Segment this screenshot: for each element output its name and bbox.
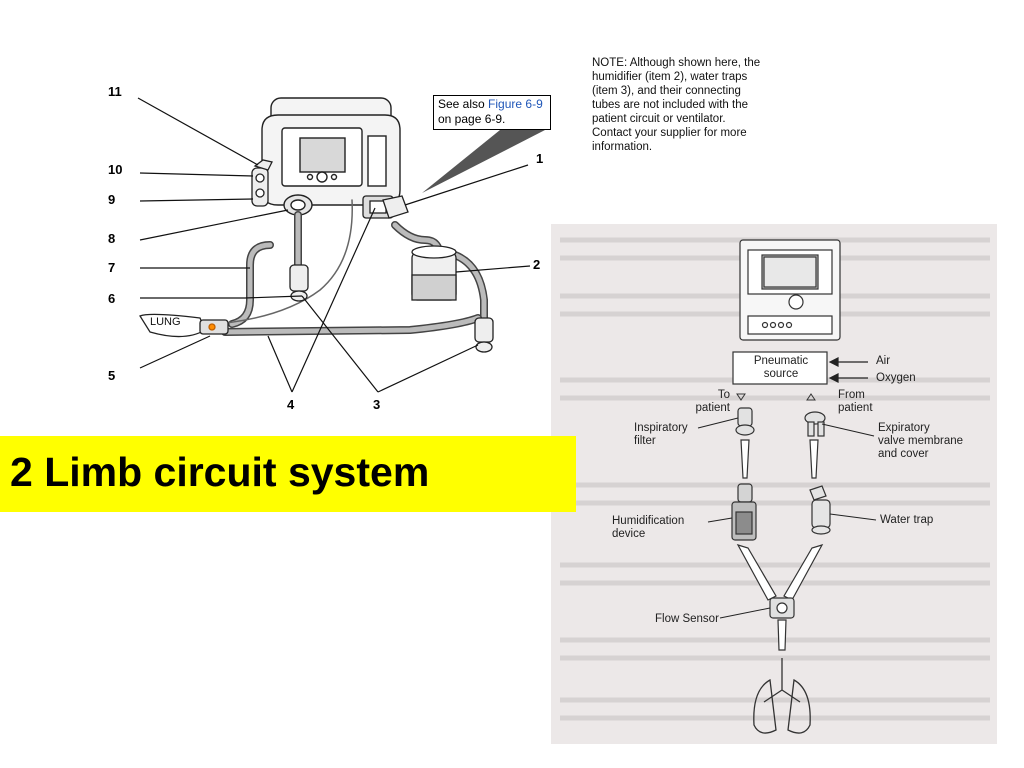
water-trap-lower <box>474 317 494 353</box>
callout-10: 10 <box>108 162 123 177</box>
oxygen-inlet-fittings <box>251 159 273 207</box>
callout-wedge <box>422 130 545 193</box>
callout-9: 9 <box>108 192 116 207</box>
test-lung <box>139 313 229 338</box>
schematic-ventilator <box>739 239 841 341</box>
label-line: Expiratory <box>878 422 930 434</box>
label-line: patient <box>838 402 873 414</box>
callout-7: 7 <box>108 260 116 275</box>
callout-6: 6 <box>108 291 116 306</box>
lung-label: LUNG <box>150 316 181 328</box>
to-patient-arrow <box>736 393 746 401</box>
from-patient-label: From patient <box>838 389 873 415</box>
oxygen-label: Oxygen <box>876 372 916 384</box>
callout-4: 4 <box>287 397 295 412</box>
humidifier <box>411 245 457 301</box>
tubing-segments <box>736 439 824 651</box>
label-line: and cover <box>878 448 929 460</box>
label-line: Humidification <box>612 515 685 527</box>
label-line: source <box>763 368 799 380</box>
callout-11: 11 <box>108 84 122 99</box>
schematic-water-trap <box>809 485 831 535</box>
title-banner <box>0 436 576 512</box>
expiratory-valve <box>362 195 409 219</box>
leader-lines <box>137 97 531 393</box>
humidification-device <box>731 483 757 541</box>
corrugated-tubes <box>204 199 488 336</box>
note-line: patient circuit or ventilator. <box>592 113 726 125</box>
callout-1: 1 <box>536 151 544 166</box>
note-line: information. <box>592 141 653 153</box>
see-also-box: See also Figure 6-9 on page 6-9. <box>433 95 551 130</box>
note-paragraph: NOTE: Although shown here, the humidifie… <box>592 56 792 154</box>
callout-2: 2 <box>533 257 541 272</box>
page-title: 2 Limb circuit system <box>10 449 430 495</box>
see-also-suffix: on page 6-9. <box>438 112 506 126</box>
pneumatic-source-label: Pneumatic source <box>750 355 812 381</box>
label-line: valve membrane <box>878 435 964 447</box>
from-patient-arrow <box>806 393 816 401</box>
callout-3: 3 <box>373 397 381 412</box>
callout-8: 8 <box>108 231 116 246</box>
inspiratory-filter-label: Inspiratory filter <box>634 422 688 448</box>
note-line: humidifier (item 2), water traps <box>592 71 748 83</box>
expiratory-valve-membrane <box>804 411 826 437</box>
pneumatic-source-box <box>732 351 828 385</box>
note-line: (item 3), and their connecting <box>592 85 741 97</box>
note-line: NOTE: Although shown here, the <box>592 57 761 69</box>
ventilator-unit <box>261 97 401 206</box>
humidification-label: Humidification device <box>612 515 684 541</box>
gas-input-arrows <box>828 357 868 383</box>
lungs-icon <box>753 658 811 734</box>
label-line: filter <box>634 435 656 447</box>
flow-sensor <box>769 597 795 619</box>
label-line: To <box>717 389 730 401</box>
schematic-leader-lines <box>697 417 877 619</box>
air-label: Air <box>876 355 891 367</box>
label-line: From <box>838 389 865 401</box>
water-trap-label: Water trap <box>880 514 934 526</box>
callout-5: 5 <box>108 368 116 383</box>
water-trap-upper <box>289 264 309 302</box>
label-line: Pneumatic <box>753 355 809 367</box>
see-also-prefix: See also <box>438 97 489 111</box>
label-line: Inspiratory <box>634 422 688 434</box>
label-line: device <box>612 528 646 540</box>
inspiratory-filter <box>735 407 755 436</box>
to-patient-label: To patient <box>688 389 730 415</box>
note-line: Contact your supplier for more <box>592 127 747 139</box>
expiratory-valve-label: Expiratory valve membrane and cover <box>878 422 963 461</box>
note-line: tubes are not included with the <box>592 99 748 111</box>
figure-link[interactable]: Figure 6-9 <box>488 97 543 111</box>
label-line: patient <box>695 402 730 414</box>
flow-sensor-label: Flow Sensor <box>655 613 719 625</box>
